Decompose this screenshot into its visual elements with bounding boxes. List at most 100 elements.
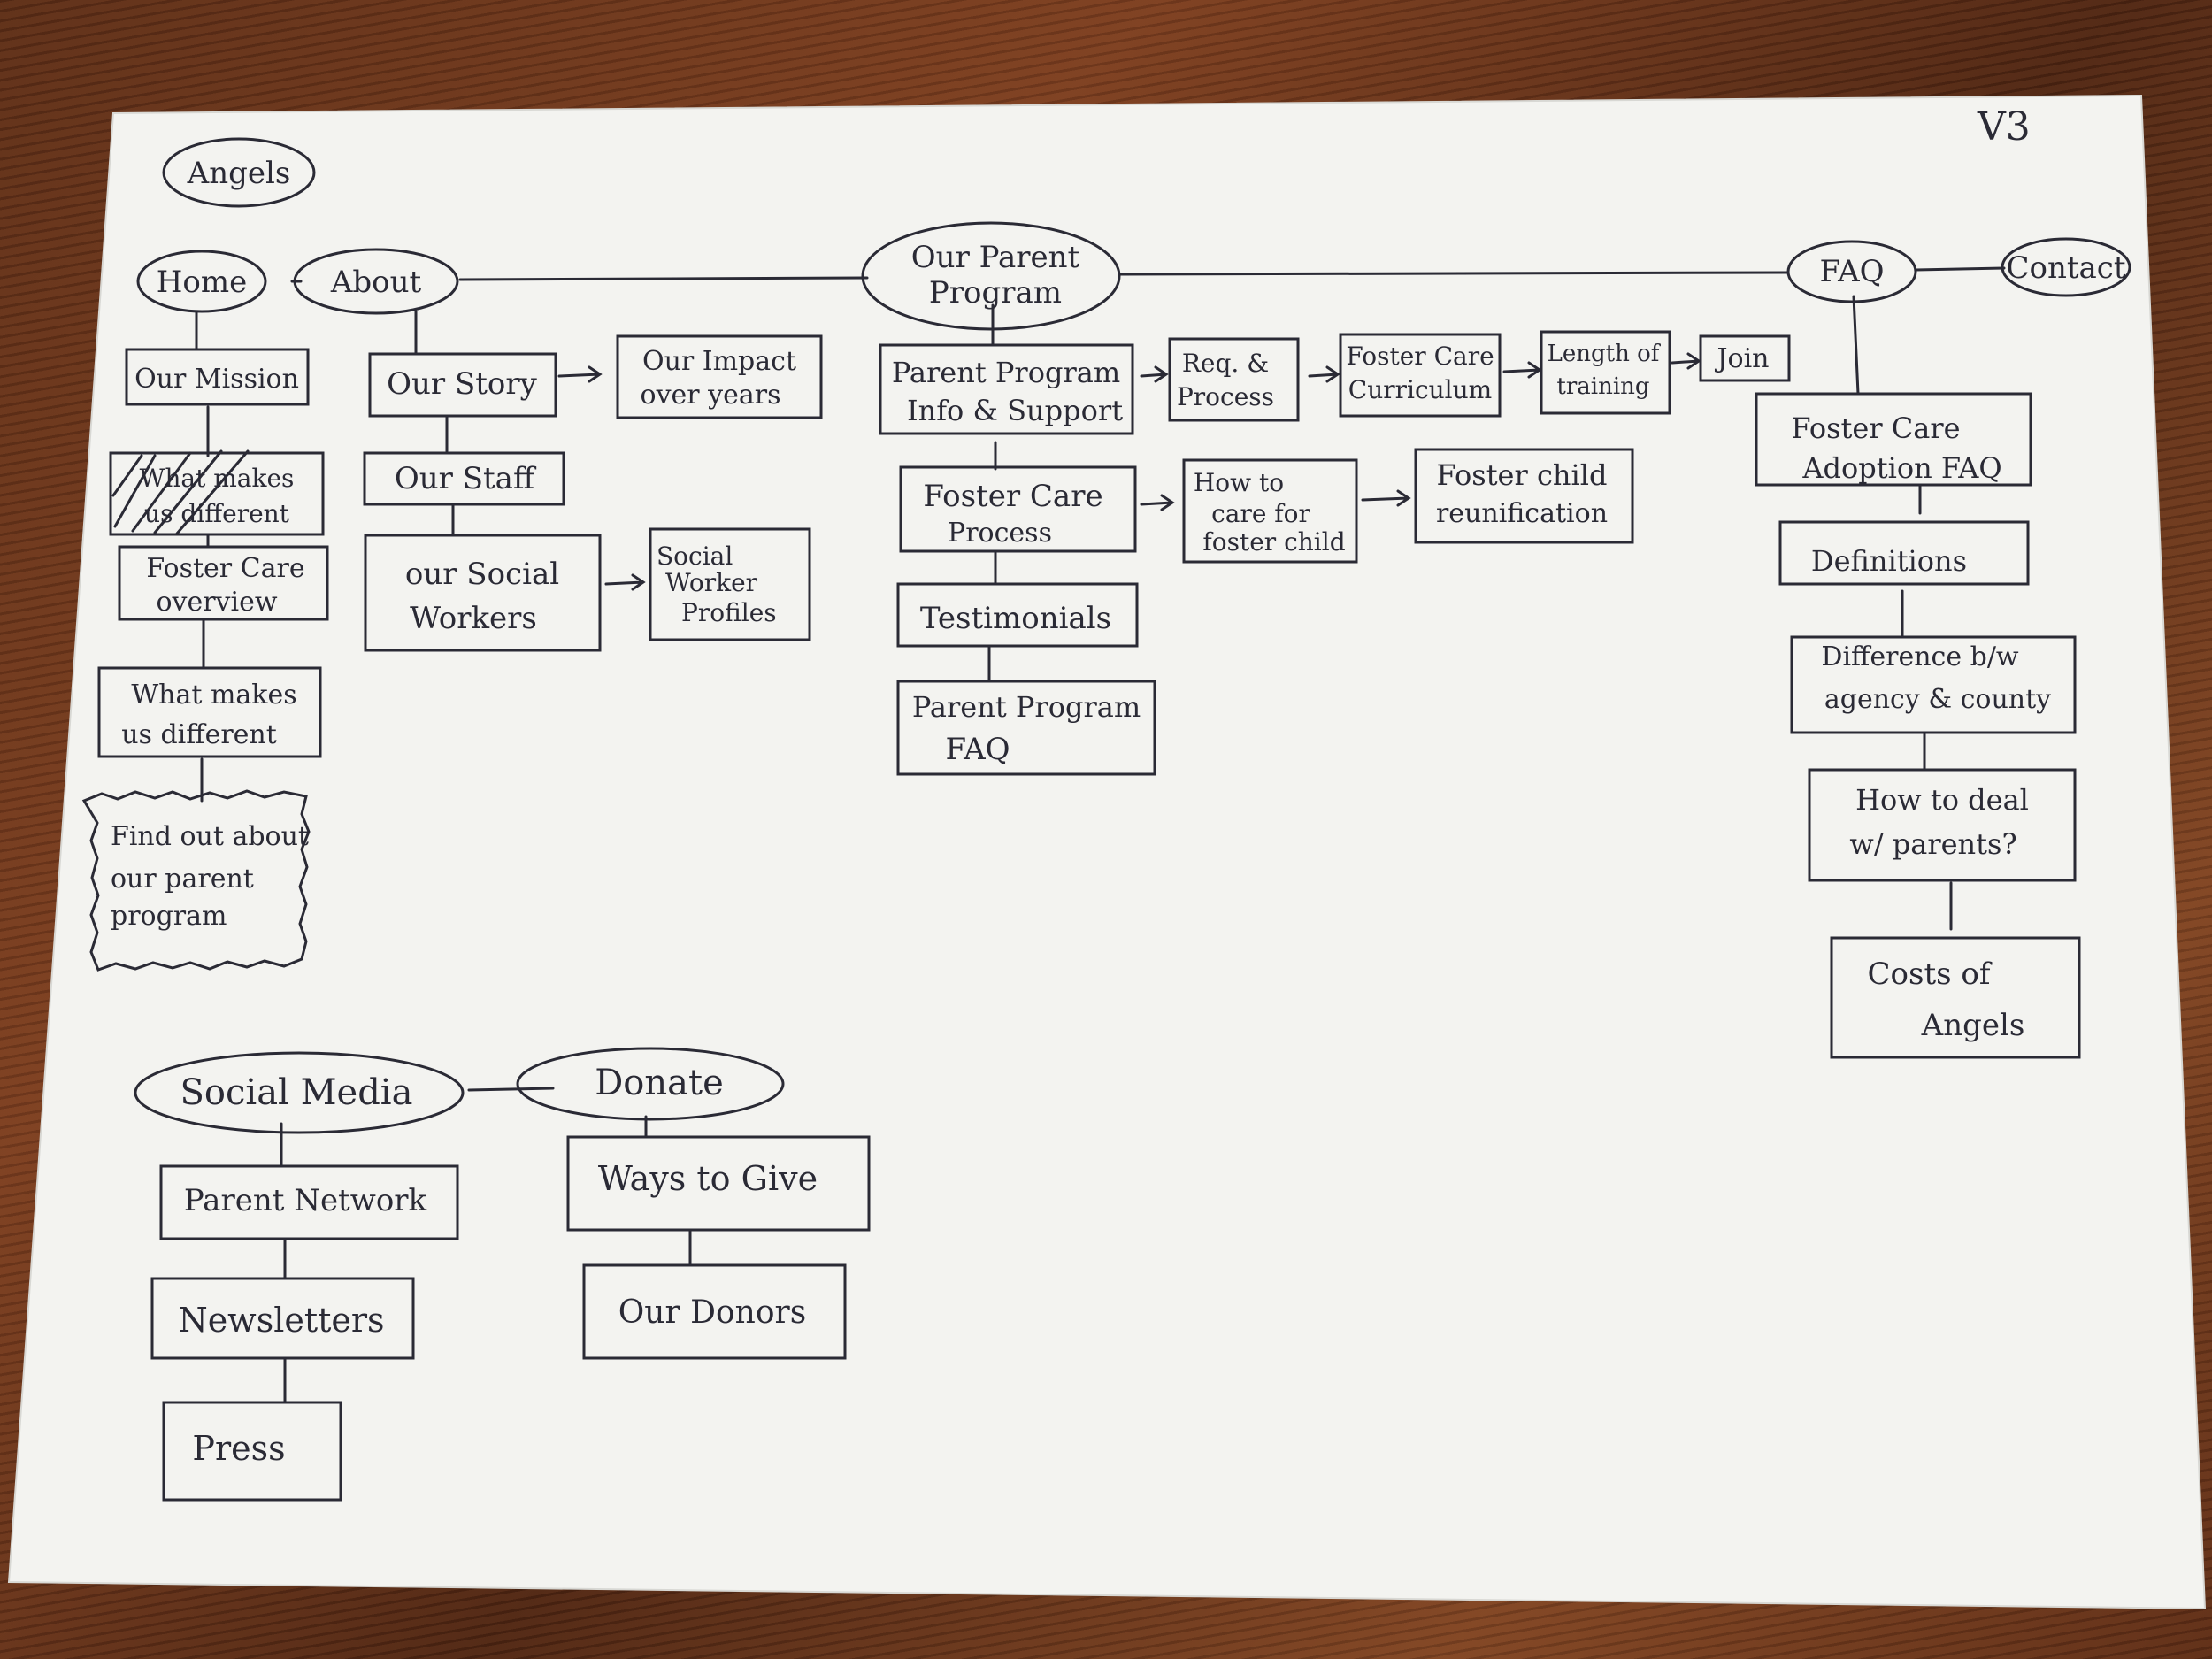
box-parent-network <box>159 1164 459 1240</box>
nav-contact-bubble <box>2001 237 2131 297</box>
label-profiles-1: Social <box>657 541 733 571</box>
label-parent-network: Parent Network <box>184 1183 427 1218</box>
box-definitions <box>1778 520 2030 586</box>
box-foster-overview <box>118 545 329 621</box>
label-our-donors: Our Donors <box>618 1294 806 1331</box>
box-press <box>162 1401 342 1502</box>
logo-bubble <box>162 137 316 208</box>
label-program-faq-2: FAQ <box>945 732 1010 767</box>
label-our-story: Our Story <box>387 366 538 402</box>
label-profiles-3: Profiles <box>681 598 777 627</box>
label-length-2: training <box>1556 373 1649 400</box>
label-difference-1: Difference b/w <box>1821 641 2019 672</box>
box-worker-profiles <box>649 527 811 641</box>
box-parent-info <box>879 343 1134 435</box>
box-difference <box>1790 635 2077 734</box>
box-find-out-jagged <box>81 789 311 972</box>
box-req-process <box>1168 337 1300 422</box>
box-our-mission <box>125 348 310 406</box>
label-info-1: Parent Program <box>892 356 1120 389</box>
box-curriculum <box>1339 333 1502 418</box>
nav-contact: Contact <box>2006 250 2125 286</box>
box-our-staff <box>363 451 565 506</box>
label-crossed-1: What makes <box>140 464 295 493</box>
label-testimonials: Testimonials <box>920 601 1111 636</box>
label-curriculum-1: Foster Care <box>1346 342 1494 371</box>
box-our-impact <box>616 334 823 419</box>
label-findout-2: our parent <box>111 864 254 895</box>
box-length-training <box>1540 330 1671 415</box>
social-media-bubble <box>134 1051 465 1134</box>
logo-label: Angels <box>187 156 291 191</box>
label-press: Press <box>192 1429 285 1468</box>
label-overview-2: overview <box>156 587 277 618</box>
label-costs-2: Angels <box>1921 1008 2025 1043</box>
box-our-story <box>368 352 557 418</box>
donate-bubble <box>516 1047 785 1121</box>
label-req-1: Req. & <box>1182 349 1269 378</box>
label-care-1: How to <box>1194 468 1284 497</box>
nav-faq-bubble <box>1786 240 1917 303</box>
nav-program-line2: Program <box>929 275 1062 311</box>
label-definitions: Definitions <box>1811 544 1967 578</box>
label-ways-to-give: Ways to Give <box>598 1159 818 1198</box>
version-label: V3 <box>1977 104 2031 150</box>
label-impact-1: Our Impact <box>642 346 796 377</box>
label-difference-2: agency & county <box>1824 684 2051 715</box>
label-newsletters: Newsletters <box>178 1301 384 1340</box>
label-social-media: Social Media <box>180 1072 413 1113</box>
label-deal-2: w/ parents? <box>1849 827 2016 861</box>
label-findout-3: program <box>111 901 227 932</box>
label-req-2: Process <box>1177 382 1274 411</box>
box-care-foster <box>1182 458 1358 564</box>
label-social-workers-1: our Social <box>405 557 559 592</box>
nav-about-bubble <box>293 248 459 315</box>
label-adoption-1: Foster Care <box>1791 411 1960 445</box>
nav-home-bubble <box>136 250 267 313</box>
box-reunification <box>1414 448 1634 544</box>
box-what-makes-different <box>97 666 322 758</box>
label-overview-1: Foster Care <box>146 553 304 584</box>
box-join <box>1699 334 1791 382</box>
label-curriculum-2: Curriculum <box>1348 375 1492 404</box>
label-info-2: Info & Support <box>907 394 1123 427</box>
label-crossed-2: us different <box>144 499 290 528</box>
label-our-staff: Our Staff <box>395 461 537 496</box>
label-different-1: What makes <box>131 680 296 710</box>
label-costs-1: Costs of <box>1868 956 1993 992</box>
nav-about: About <box>330 265 422 300</box>
label-program-faq-1: Parent Program <box>912 690 1141 724</box>
box-costs <box>1830 936 2081 1059</box>
label-deal-1: How to deal <box>1855 783 2029 817</box>
box-social-workers <box>364 534 602 652</box>
label-process-2: Process <box>948 518 1052 549</box>
label-different-2: us different <box>121 719 277 750</box>
box-crossed-different <box>109 451 325 536</box>
box-testimonials <box>896 582 1139 648</box>
nav-faq: FAQ <box>1819 254 1884 289</box>
label-findout-1: Find out about <box>111 821 309 852</box>
nav-home: Home <box>157 265 247 300</box>
label-join: Join <box>1714 343 1769 374</box>
label-adoption-2: Adoption FAQ <box>1801 451 2001 485</box>
label-profiles-2: Worker <box>665 568 758 597</box>
label-our-mission: Our Mission <box>134 364 299 395</box>
label-reunification-1: Foster child <box>1437 458 1608 492</box>
label-process-1: Foster Care <box>923 479 1102 514</box>
label-care-3: foster child <box>1202 527 1345 557</box>
box-newsletters <box>150 1277 415 1360</box>
nav-program-bubble <box>861 221 1121 331</box>
nav-program-line1: Our Parent <box>911 240 1080 275</box>
scribble-strike <box>111 449 250 535</box>
label-reunification-2: reunification <box>1436 498 1608 529</box>
label-donate: Donate <box>595 1063 724 1103</box>
label-care-2: care for <box>1211 499 1310 528</box>
paper-sheet <box>7 94 2207 1610</box>
label-impact-2: over years <box>641 380 781 411</box>
box-deal-parents <box>1808 768 2077 882</box>
box-adoption-faq <box>1755 392 2032 487</box>
label-social-workers-2: Workers <box>410 601 537 636</box>
box-program-faq <box>896 680 1156 776</box>
box-ways-to-give <box>566 1135 871 1232</box>
